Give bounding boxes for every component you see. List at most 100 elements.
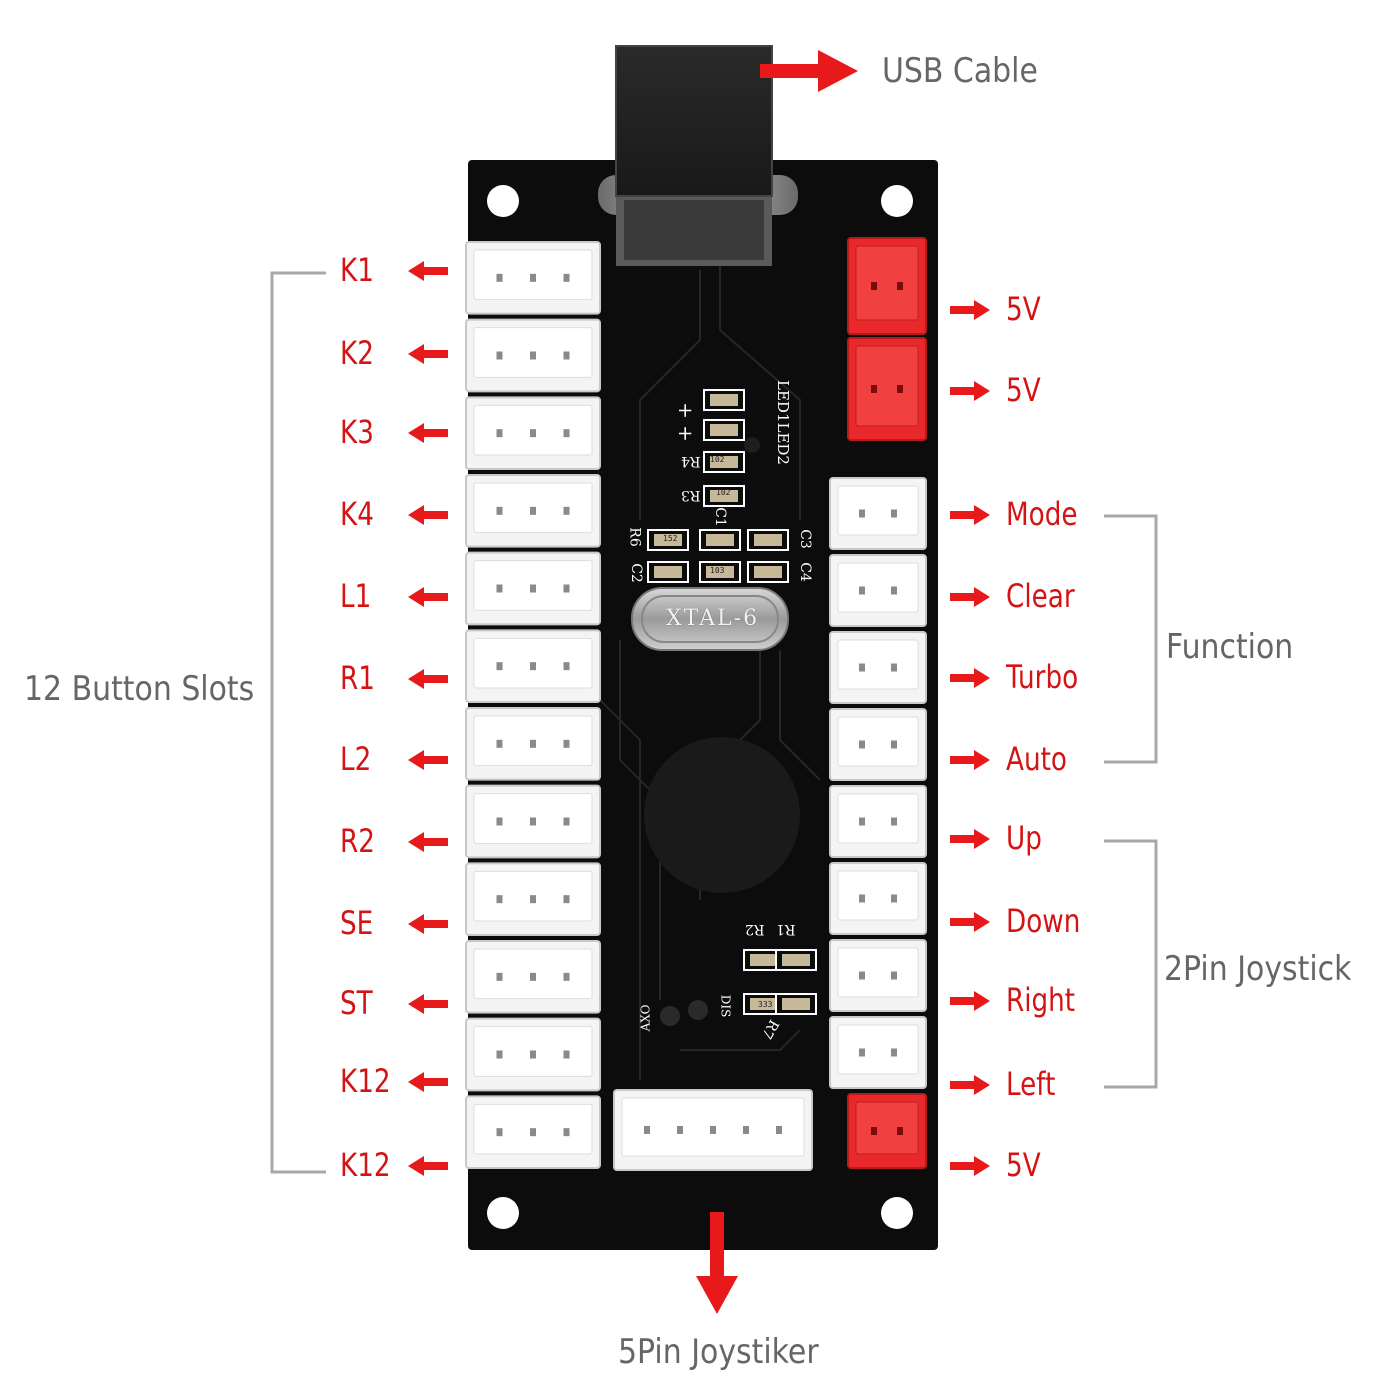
function-connector (829, 785, 927, 858)
usb-b-port (598, 45, 798, 266)
silk-r3: R3 (681, 487, 701, 503)
pin-label-right: 5V (1006, 371, 1041, 409)
function-connector (829, 554, 927, 627)
power-5v-connector (847, 1093, 927, 1169)
test-pad (688, 1000, 708, 1020)
silk-r4: R4 (681, 453, 701, 469)
arrow-left (408, 750, 448, 770)
smd-part (747, 529, 789, 551)
arrow-right (950, 750, 990, 770)
pin-label-left: L1 (340, 577, 372, 615)
pin-label-right: Down (1006, 902, 1081, 940)
pin-label-right: Clear (1006, 577, 1075, 615)
arrow-right (950, 587, 990, 607)
silk-r6: R6 (626, 527, 643, 547)
joystick-5pin-connector (613, 1089, 813, 1171)
silk-plus: + + (673, 402, 698, 442)
button-slot-connector (465, 1095, 601, 1170)
group-label-usb-cable: USB Cable (882, 51, 1038, 91)
arrow-right (950, 1075, 990, 1095)
pin-label-right: Right (1006, 981, 1076, 1019)
function-connector (829, 631, 927, 704)
silk-dis: DIS (718, 994, 733, 1018)
pin-label-left: R2 (340, 822, 375, 860)
function-connector (829, 1016, 927, 1089)
pin-label-right: Left (1006, 1065, 1056, 1103)
smd-code-r4: 102 (710, 455, 725, 464)
silk-r2: R2 (745, 921, 765, 937)
smd-code-r6: 152 (663, 534, 678, 543)
arrow-left (408, 669, 448, 689)
smd-part (775, 993, 817, 1015)
silk-led: LED1LED2 (773, 380, 792, 465)
joystick-5pin-arrow (696, 1212, 738, 1314)
crystal-oscillator (631, 587, 789, 651)
arrow-right (950, 505, 990, 525)
button-slot-connector (465, 707, 601, 781)
pin-label-right: 5V (1006, 1146, 1041, 1184)
smd-components (647, 389, 817, 1026)
pin-label-left: K4 (340, 495, 374, 533)
smd-part (703, 485, 745, 507)
pin-label-left: SE (340, 904, 374, 942)
group-label-5pin-joystiker: 5Pin Joystiker (618, 1332, 819, 1372)
smd-code-r3: 102 (716, 488, 731, 497)
group-label-2pin-joystick: 2Pin Joystick (1164, 949, 1352, 989)
smd-part (743, 949, 785, 971)
button-slot-connector (465, 474, 601, 548)
pin-label-right: Auto (1006, 740, 1067, 778)
function-connector (829, 862, 927, 935)
pin-label-right: Turbo (1006, 658, 1079, 696)
arrow-left (408, 344, 448, 364)
test-pad (660, 1006, 680, 1026)
smd-part (703, 419, 745, 441)
pin-label-left: K2 (340, 334, 374, 372)
pin-label-right: Mode (1006, 495, 1078, 533)
button-slot-connector (465, 551, 601, 626)
bracket-2pin-joystick (1104, 839, 1158, 1089)
connectors (465, 237, 927, 1171)
button-slot-connector (465, 241, 601, 315)
power-5v-connector (847, 237, 927, 335)
led-pad (744, 437, 760, 453)
arrow-left (408, 1072, 448, 1092)
silk-c3: C3 (796, 529, 813, 549)
arrow-right (950, 1156, 990, 1176)
button-slot-connector (465, 318, 601, 393)
pin-label-right: 5V (1006, 290, 1041, 328)
silk-r1: R1 (776, 921, 796, 937)
pin-label-left: K1 (340, 251, 374, 289)
function-connector (829, 477, 927, 550)
group-label-button-slots: 12 Button Slots (24, 669, 255, 709)
arrow-left (408, 1156, 448, 1176)
pin-label-left: ST (340, 984, 373, 1022)
function-connector (829, 708, 927, 781)
pin-arrows (408, 50, 990, 1314)
mounting-holes (487, 185, 913, 1229)
arrow-left (408, 994, 448, 1014)
arrow-left (408, 914, 448, 934)
silk-axo: AXO (638, 1004, 653, 1032)
smd-part (699, 529, 741, 551)
arrow-right (950, 991, 990, 1011)
smd-code-center: 103 (710, 566, 725, 575)
arrow-right (950, 381, 990, 401)
button-slot-connector (465, 629, 601, 703)
silk-c2: C2 (627, 563, 644, 583)
silk-c1: C1 (711, 507, 728, 527)
pin-label-left: K3 (340, 413, 374, 451)
smd-part (647, 561, 689, 583)
pin-label-left: K12 (340, 1062, 391, 1100)
silk-crystal: XTAL-6 (666, 606, 760, 631)
button-slot-connector (465, 784, 601, 859)
smd-code-r7: 333 (758, 1000, 773, 1009)
smd-part (747, 561, 789, 583)
arrow-left (408, 423, 448, 443)
function-connector (829, 939, 927, 1012)
power-5v-connector (847, 337, 927, 441)
smd-part (743, 993, 785, 1015)
smd-part (703, 389, 745, 411)
smd-part (647, 529, 689, 551)
pin-label-left: K12 (340, 1146, 391, 1184)
